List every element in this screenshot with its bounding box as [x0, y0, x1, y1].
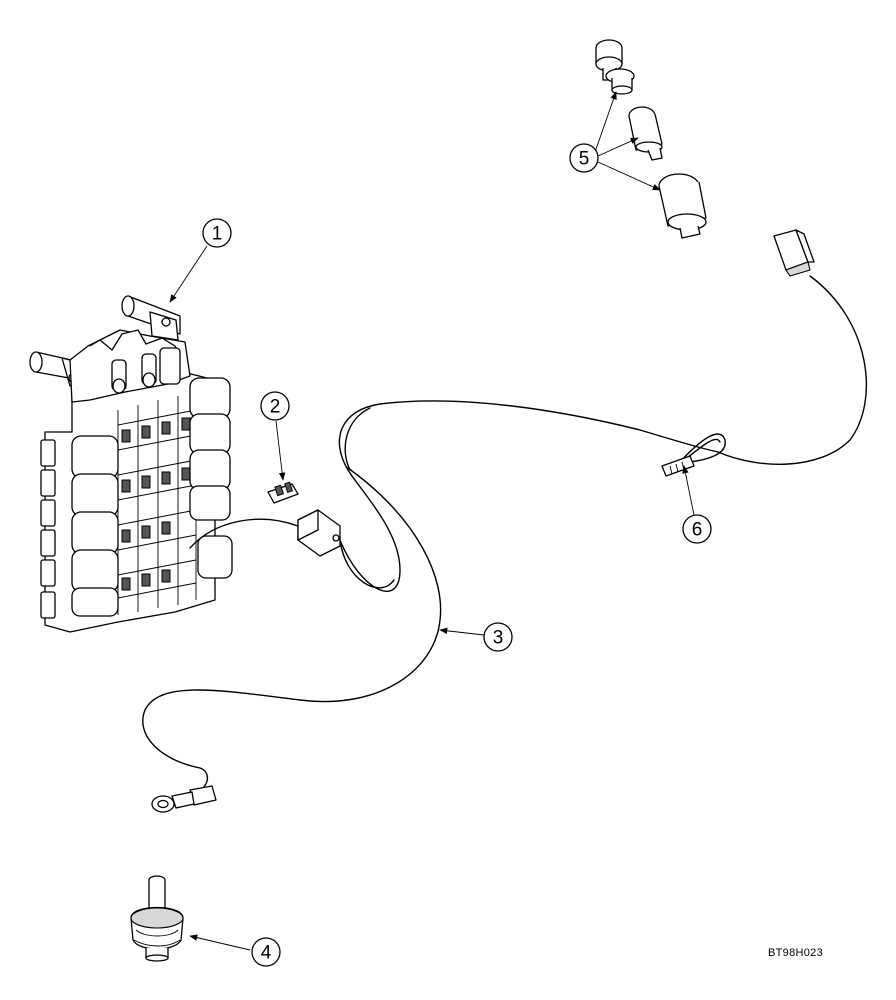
- callout-3-label: 3: [493, 628, 504, 649]
- callout-6-label: 6: [692, 520, 703, 541]
- wire-harness: [142, 229, 867, 813]
- leader-4: [189, 934, 251, 951]
- leader-5a: [594, 91, 617, 153]
- callout-2-label: 2: [270, 397, 281, 418]
- callout-6: 6: [682, 514, 712, 544]
- callout-4-label: 4: [261, 943, 272, 964]
- callout-3: 3: [483, 622, 513, 652]
- callout-1: 1: [202, 218, 232, 248]
- relays-right-column: [189, 377, 233, 579]
- callout-5-label: 5: [579, 149, 590, 170]
- cable-tie: [661, 433, 726, 477]
- relays-left-column: [71, 435, 119, 617]
- switch: [130, 875, 184, 962]
- leader-2: [275, 420, 286, 481]
- leader-5c: [597, 161, 661, 191]
- leader-6: [682, 465, 695, 516]
- leader-3: [439, 627, 485, 636]
- power-outlet: [595, 39, 707, 239]
- bus-bar-right: [121, 295, 181, 341]
- callout-1-label: 1: [212, 224, 223, 245]
- callout-leaders: [169, 91, 695, 951]
- figure-id-label: BT98H023: [768, 947, 823, 959]
- callout-5: 5: [569, 143, 599, 173]
- fuse: [267, 481, 299, 504]
- fuse-relay-panel: [29, 295, 233, 633]
- callout-2: 2: [260, 391, 290, 421]
- callout-4: 4: [251, 937, 281, 967]
- leader-5b: [597, 137, 639, 157]
- leader-1: [169, 245, 208, 303]
- fuse-grid: [117, 392, 197, 615]
- fuse-tabs-left: [40, 439, 56, 619]
